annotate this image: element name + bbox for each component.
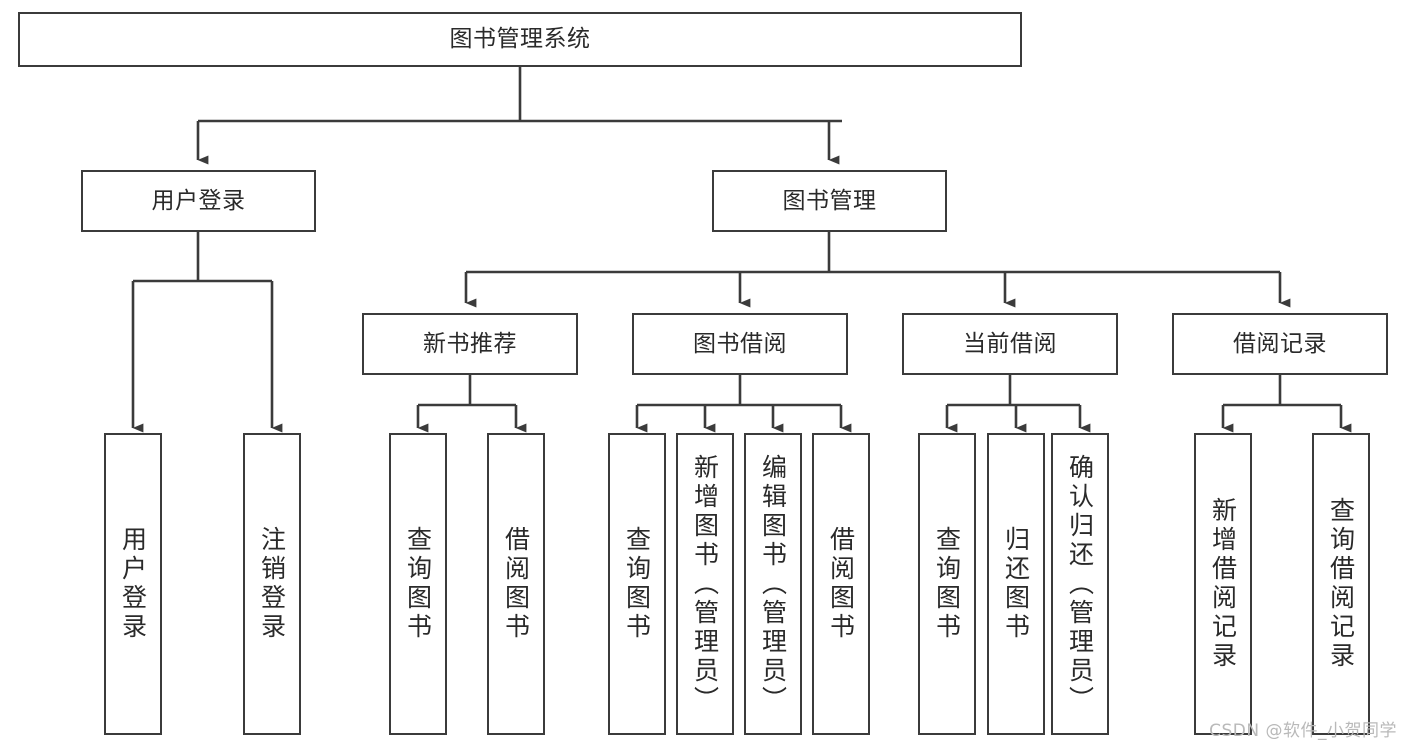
csdn-watermark: CSDN @软件_小贺同学 bbox=[1209, 721, 1397, 741]
node-leaf-return-book[interactable]: 归还图书 bbox=[987, 433, 1045, 735]
node-leaf-add-book-label: 新增图书（管理员） bbox=[690, 453, 720, 715]
node-leaf-return-book-label: 归还图书 bbox=[1001, 526, 1031, 642]
node-user-login[interactable]: 用户登录 bbox=[81, 170, 316, 232]
node-leaf-query-record-label: 查询借阅记录 bbox=[1326, 497, 1356, 671]
node-book-manage-label: 图书管理 bbox=[782, 187, 877, 214]
node-root-label: 图书管理系统 bbox=[449, 26, 591, 53]
node-leaf-confirm-return-label: 确认归还（管理员） bbox=[1065, 453, 1095, 715]
node-leaf-user-login-label: 用户登录 bbox=[118, 526, 148, 642]
node-leaf-query-record[interactable]: 查询借阅记录 bbox=[1312, 433, 1370, 735]
node-leaf-query-book-1-label: 查询图书 bbox=[403, 526, 433, 642]
node-leaf-borrow-book-1[interactable]: 借阅图书 bbox=[487, 433, 545, 735]
node-leaf-borrow-book-1-label: 借阅图书 bbox=[501, 526, 531, 642]
node-leaf-add-record-label: 新增借阅记录 bbox=[1208, 497, 1238, 671]
node-borrow-record-label: 借阅记录 bbox=[1233, 330, 1327, 357]
node-leaf-user-login[interactable]: 用户登录 bbox=[104, 433, 162, 735]
node-leaf-edit-book[interactable]: 编辑图书（管理员） bbox=[744, 433, 802, 735]
node-new-book-recommend-label: 新书推荐 bbox=[423, 330, 517, 357]
node-leaf-query-book-3-label: 查询图书 bbox=[932, 526, 962, 642]
node-leaf-query-book-1[interactable]: 查询图书 bbox=[389, 433, 447, 735]
node-book-borrow[interactable]: 图书借阅 bbox=[632, 313, 848, 375]
node-leaf-edit-book-label: 编辑图书（管理员） bbox=[758, 453, 788, 715]
node-user-login-label: 用户登录 bbox=[151, 187, 246, 214]
node-leaf-add-record[interactable]: 新增借阅记录 bbox=[1194, 433, 1252, 735]
node-current-borrow-label: 当前借阅 bbox=[963, 330, 1057, 357]
node-leaf-query-book-2-label: 查询图书 bbox=[622, 526, 652, 642]
node-root[interactable]: 图书管理系统 bbox=[18, 12, 1022, 67]
node-leaf-confirm-return[interactable]: 确认归还（管理员） bbox=[1051, 433, 1109, 735]
node-leaf-user-logout[interactable]: 注销登录 bbox=[243, 433, 301, 735]
node-current-borrow[interactable]: 当前借阅 bbox=[902, 313, 1118, 375]
node-leaf-query-book-3[interactable]: 查询图书 bbox=[918, 433, 976, 735]
node-book-manage[interactable]: 图书管理 bbox=[712, 170, 947, 232]
node-leaf-user-logout-label: 注销登录 bbox=[257, 526, 287, 642]
node-leaf-borrow-book-2-label: 借阅图书 bbox=[826, 526, 856, 642]
node-leaf-query-book-2[interactable]: 查询图书 bbox=[608, 433, 666, 735]
node-leaf-add-book[interactable]: 新增图书（管理员） bbox=[676, 433, 734, 735]
node-borrow-record[interactable]: 借阅记录 bbox=[1172, 313, 1388, 375]
node-new-book-recommend[interactable]: 新书推荐 bbox=[362, 313, 578, 375]
node-book-borrow-label: 图书借阅 bbox=[693, 330, 787, 357]
node-leaf-borrow-book-2[interactable]: 借阅图书 bbox=[812, 433, 870, 735]
